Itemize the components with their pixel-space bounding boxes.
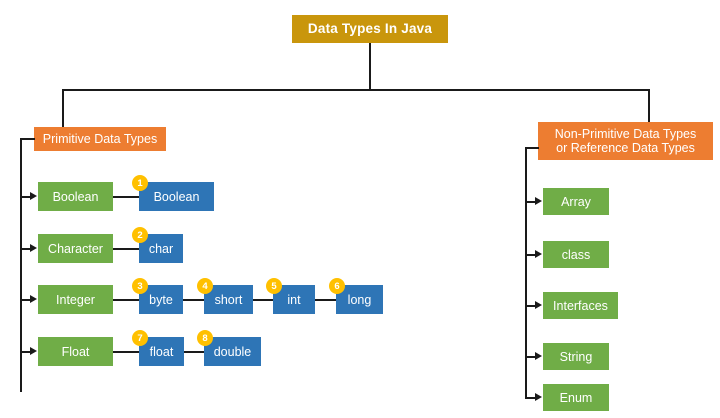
connector-primitive-spine-top [20,138,35,140]
item-interfaces-label: Interfaces [553,298,608,313]
connector-title-stem [369,43,371,90]
connector-non-primitive-spine [525,147,527,397]
node-primitive-data-types: Primitive Data Types [34,127,166,151]
non-primitive-header-line1: Non-Primitive Data Types [554,127,697,141]
node-group-integer: Integer [38,285,113,314]
connector-primitive-spine [20,139,22,392]
item-class-label: class [561,247,591,262]
connector-float-to-floattype [113,351,139,353]
arrow-item-array [535,197,542,205]
badge-2: 2 [132,227,148,243]
primitive-header-label: Primitive Data Types [42,132,158,146]
node-item-array: Array [543,188,609,215]
item-array-label: Array [561,194,591,209]
connector-short-to-int [253,299,273,301]
non-primitive-header-line2: or Reference Data Types [556,141,695,155]
node-item-class: class [543,241,609,268]
connector-item-array [525,201,536,203]
connector-non-primitive-spine-top [525,147,539,149]
arrow-row-float [30,347,37,355]
type-char-label: char [148,241,174,256]
item-string-label: String [559,349,593,364]
connector-row-float [20,351,31,353]
type-double-label: double [213,344,252,359]
connector-integer-to-byte [113,299,139,301]
connector-item-class [525,254,536,256]
group-float-label: Float [61,344,90,359]
node-item-interfaces: Interfaces [543,292,618,319]
title-label: Data Types In Java [307,21,433,37]
node-type-boolean: Boolean [139,182,214,211]
type-byte-label: byte [149,292,173,307]
connector-drop-primitive [62,89,64,127]
node-item-enum: Enum [543,384,609,411]
type-float-label: float [149,344,174,359]
badge-5: 5 [266,278,282,294]
arrow-item-interfaces [535,301,542,309]
node-group-character: Character [38,234,113,263]
connector-int-to-long [315,299,336,301]
arrow-row-boolean [30,192,37,200]
badge-6: 6 [329,278,345,294]
type-short-label: short [214,292,243,307]
arrow-item-enum [535,393,542,401]
badge-8: 8 [197,330,213,346]
badge-1: 1 [132,175,148,191]
arrow-item-class [535,250,542,258]
node-group-boolean: Boolean [38,182,113,211]
badge-7: 7 [132,330,148,346]
type-boolean-label: Boolean [153,189,200,204]
connector-byte-to-short [183,299,204,301]
badge-3: 3 [132,278,148,294]
type-long-label: long [347,292,372,307]
group-boolean-label: Boolean [52,189,99,204]
connector-main-bus [62,89,649,91]
node-type-double: double [204,337,261,366]
connector-boolean-to-type [113,196,139,198]
connector-float-to-double [184,351,204,353]
arrow-item-string [535,352,542,360]
connector-item-enum [525,397,536,399]
connector-character-to-type [113,248,139,250]
connector-row-character [20,248,31,250]
connector-item-interfaces [525,305,536,307]
node-item-string: String [543,343,609,370]
group-character-label: Character [48,241,103,256]
group-integer-label: Integer [56,292,95,307]
arrow-row-character [30,244,37,252]
node-title-data-types-in-java: Data Types In Java [292,15,448,43]
connector-item-string [525,356,536,358]
node-non-primitive-data-types: Non-Primitive Data Types or Reference Da… [538,122,713,160]
type-int-label: int [287,292,301,307]
node-type-short: short [204,285,253,314]
arrow-row-integer [30,295,37,303]
node-type-long: long [336,285,383,314]
node-group-float: Float [38,337,113,366]
connector-row-integer [20,299,31,301]
badge-4: 4 [197,278,213,294]
item-enum-label: Enum [559,390,593,405]
connector-drop-non-primitive [648,89,650,122]
connector-row-boolean [20,196,31,198]
